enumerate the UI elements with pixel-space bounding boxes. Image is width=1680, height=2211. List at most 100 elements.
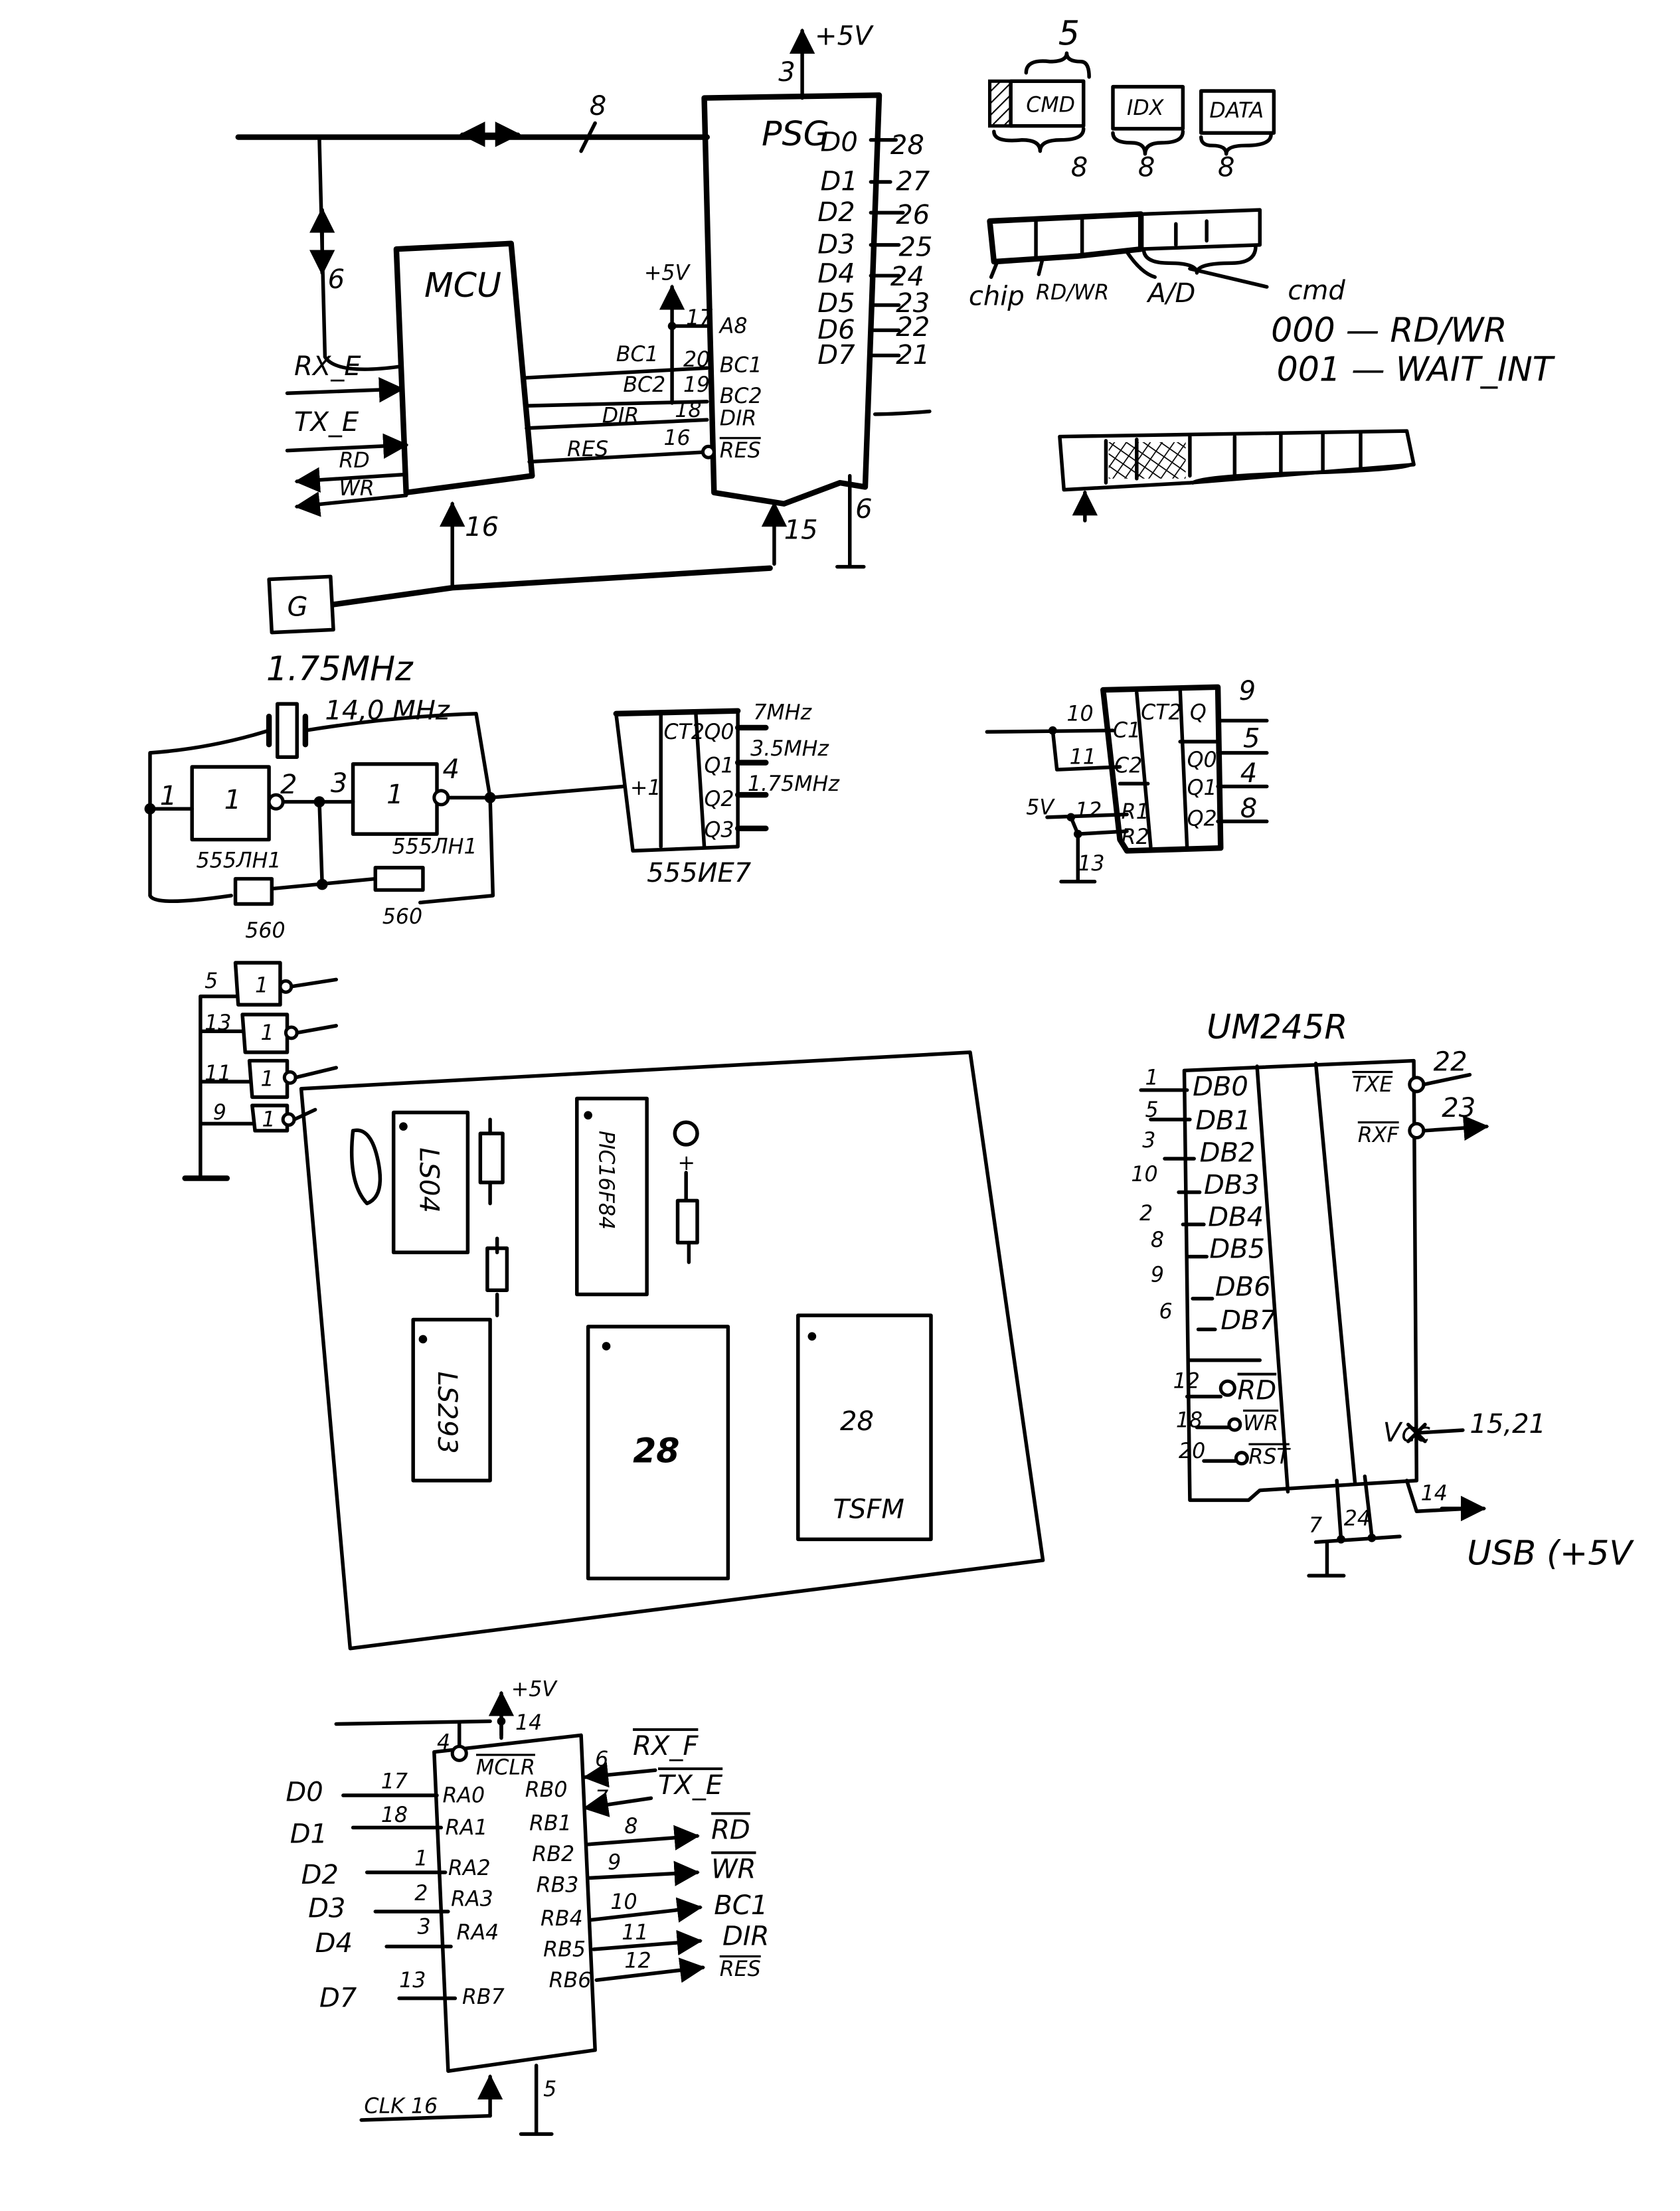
divider-output-wires bbox=[1216, 718, 1269, 823]
psg-chip bbox=[701, 92, 882, 507]
psg-vcc-label: +5V bbox=[815, 21, 874, 51]
mcu-label: MCU bbox=[424, 266, 501, 305]
signal-d7: D7 bbox=[319, 1983, 357, 2013]
gate-chip-label: 555ЛН1 bbox=[392, 835, 477, 859]
pin-number: 5 bbox=[1145, 1098, 1158, 1122]
pin-number: 10 bbox=[610, 1890, 637, 1914]
pin-number: 5 bbox=[205, 969, 218, 993]
pin-number: 22 bbox=[1434, 1046, 1468, 1077]
board-outline bbox=[299, 1050, 1045, 1651]
field-idx: IDX bbox=[1127, 96, 1165, 120]
counter-output-q0: Q0 bbox=[705, 720, 734, 744]
signal-res: RES bbox=[567, 438, 608, 461]
psg-pin-d3: D3 bbox=[817, 229, 855, 260]
clk-wire bbox=[359, 2113, 492, 2122]
crosshatched-bits bbox=[1108, 442, 1186, 479]
mcu-bus-width-label: 6 bbox=[328, 264, 345, 295]
counter-output-q1: Q1 bbox=[705, 754, 734, 778]
psg-pin-d5: D5 bbox=[817, 288, 855, 319]
osc-pin-1: 1 bbox=[160, 781, 177, 811]
port-ra0: RA0 bbox=[442, 1784, 485, 1808]
psg-pin-d4: D4 bbox=[817, 259, 855, 289]
freq-1-75mhz: 1.75MHz bbox=[748, 772, 840, 796]
signal-wr: WR bbox=[711, 1854, 756, 1884]
psg-pin-number: 26 bbox=[896, 200, 930, 230]
signal-bc2: BC2 bbox=[623, 373, 665, 397]
clock-wire bbox=[330, 565, 773, 608]
pin-number: 18 bbox=[381, 1803, 408, 1827]
counter-chip-label: 555ИЕ7 bbox=[647, 858, 752, 888]
oscillator-circuit: 1.75MHz 14,0 MHz 1 1 2 1 3 4 555ЛН1 555Л… bbox=[144, 649, 840, 943]
divider-input-c1: C1 bbox=[1113, 719, 1141, 743]
command-000: 000 — RD/WR bbox=[1271, 310, 1507, 349]
field-width: 8 bbox=[1071, 153, 1088, 183]
signal-res: RES bbox=[720, 1957, 761, 1981]
oscillator-title: 1.75MHz bbox=[266, 649, 414, 688]
bit-label-cmd: cmd bbox=[1288, 276, 1345, 306]
pic-gnd-pin: 5 bbox=[543, 2078, 556, 2101]
psg-pin-bc1: BC1 bbox=[720, 354, 762, 378]
divider-counter: CT2 C1 C2 R1 R2 10 11 12 13 5V Q Q0 Q1 Q… bbox=[985, 676, 1269, 884]
register-cells bbox=[1034, 208, 1262, 261]
oscillator-feedback-wires bbox=[148, 712, 495, 905]
crystal bbox=[276, 702, 299, 759]
pin-number: 18 bbox=[1176, 1409, 1203, 1433]
pin-number: 11 bbox=[1070, 746, 1096, 770]
pic-supply: +5V bbox=[511, 1677, 558, 1701]
vcc-wire bbox=[1406, 1422, 1465, 1443]
psg-pin-number: 24 bbox=[890, 262, 924, 292]
pin-number: 13 bbox=[205, 1011, 231, 1035]
pin-db2: DB2 bbox=[1200, 1137, 1256, 1168]
pin-txe: TXE bbox=[1352, 1073, 1392, 1097]
chip-tsfm bbox=[796, 1313, 933, 1542]
chip-ls293-label: LS293 bbox=[432, 1371, 462, 1453]
data-pin-stubs bbox=[1139, 1088, 1217, 1331]
osc-pin-4: 4 bbox=[442, 754, 459, 785]
mclr-pullup bbox=[334, 1719, 492, 1726]
chip-tsfm-label: TSFM bbox=[833, 1495, 904, 1525]
signal-d3: D3 bbox=[308, 1893, 345, 1924]
resistor-value: 560 bbox=[245, 919, 285, 943]
mounting-hole bbox=[350, 1128, 382, 1206]
bus-width-label: 8 bbox=[590, 91, 606, 122]
crystal-plates bbox=[266, 713, 309, 748]
pin-number: 6 bbox=[1159, 1299, 1173, 1323]
pin-number: 12 bbox=[1075, 799, 1102, 823]
pin-number: 10 bbox=[1131, 1163, 1157, 1187]
pic-body bbox=[432, 1733, 597, 2073]
chip-28-pin bbox=[586, 1325, 730, 1581]
pic-clk: CLK 16 bbox=[364, 2094, 438, 2118]
gate-symbol: 1 bbox=[262, 1108, 276, 1132]
pin-rxf: RXF bbox=[1358, 1123, 1400, 1147]
port-rb5: RB5 bbox=[543, 1937, 586, 1961]
signal-bc1: BC1 bbox=[616, 343, 659, 367]
pic-mclr: MCLR bbox=[476, 1756, 535, 1779]
pin-db0: DB0 bbox=[1193, 1072, 1248, 1102]
pin-number: 9 bbox=[1151, 1264, 1164, 1287]
chip-pic16f84 bbox=[575, 1096, 649, 1297]
ctrl-pin-stubs bbox=[1185, 1394, 1238, 1463]
field-data-box bbox=[1199, 89, 1276, 135]
psg-pin-number: 23 bbox=[896, 288, 930, 319]
gate-chip-label: 555ЛН1 bbox=[197, 849, 282, 873]
field-width: 8 bbox=[1218, 153, 1234, 183]
um245r-data-pins: DB0 DB1 DB2 DB3 DB4 DB5 DB6 DB7 1 5 3 10… bbox=[1131, 1066, 1276, 1336]
pin-number: 12 bbox=[624, 1949, 651, 1973]
psg-vcc-pin: 3 bbox=[778, 57, 795, 88]
tx-e-wire bbox=[285, 433, 409, 459]
led-leads bbox=[684, 1171, 691, 1264]
port-ra3: RA3 bbox=[451, 1888, 493, 1912]
osc-pin-3: 3 bbox=[331, 768, 347, 799]
pin-number: 6 bbox=[595, 1748, 608, 1771]
led bbox=[673, 1120, 699, 1147]
usb-label: USB (+5V bbox=[1467, 1533, 1634, 1572]
psg-gnd-pin: 6 bbox=[855, 494, 872, 525]
pin-number: 11 bbox=[205, 1062, 231, 1086]
pin-db5: DB5 bbox=[1209, 1234, 1265, 1265]
bit-label-rdwr: RD/WR bbox=[1036, 281, 1109, 305]
pin-db4: DB4 bbox=[1208, 1202, 1264, 1232]
gate-symbol: 1 bbox=[255, 973, 268, 997]
psg-pin-bc2: BC2 bbox=[720, 384, 762, 408]
pin-number: 9 bbox=[213, 1101, 226, 1125]
usb-pin: 14 bbox=[1421, 1481, 1448, 1505]
